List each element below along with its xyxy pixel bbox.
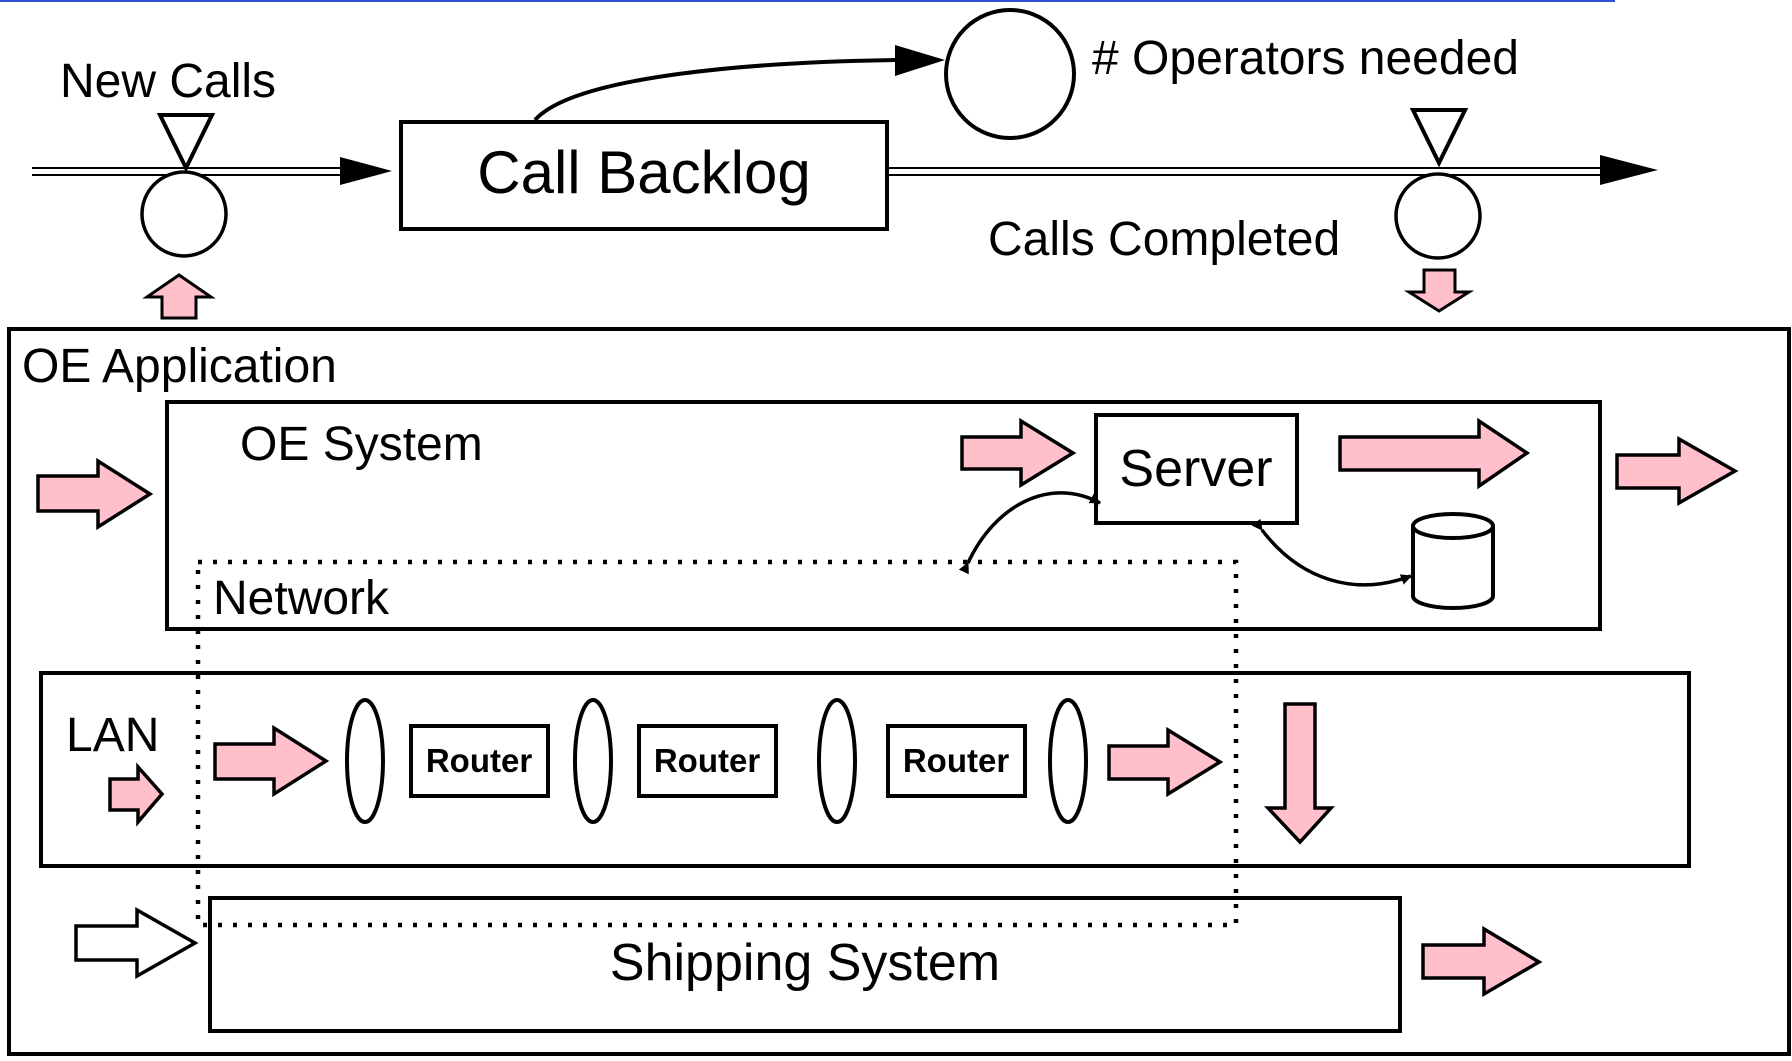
link-ellipse-4	[1048, 698, 1088, 824]
calls-completed-valve	[1394, 108, 1482, 260]
arrow-out-of-oe-system	[1615, 435, 1739, 507]
oe-system-title: OE System	[240, 418, 483, 471]
link-ellipse-3	[817, 698, 857, 824]
oe-application-title: OE Application	[22, 340, 337, 393]
database-icon	[1411, 512, 1495, 610]
down-arrow-from-calls-completed	[1403, 268, 1475, 313]
shipping-system-box	[208, 896, 1402, 1033]
server-box	[1094, 413, 1299, 525]
up-arrow-to-new-calls	[142, 273, 216, 320]
lan-small-arrow	[108, 762, 165, 827]
server-database-link	[1251, 518, 1413, 587]
new-calls-label: New Calls	[60, 55, 276, 108]
down-arrow-to-shipping	[1263, 702, 1335, 845]
lan-title: LAN	[66, 709, 159, 762]
router-label-1: Router	[426, 742, 532, 779]
oe-application-box	[7, 327, 1791, 1056]
network-label: Network	[213, 572, 390, 625]
lan-box	[39, 671, 1691, 868]
link-ellipse-2	[573, 698, 613, 824]
arrow-out-of-shipping-system	[1421, 925, 1543, 998]
backlog-to-operators-arrowhead	[895, 45, 945, 76]
operators-needed-label: # Operators needed	[1092, 32, 1519, 85]
call-backlog-box	[399, 120, 889, 231]
router-label-2: Router	[654, 742, 760, 779]
calls-completed-label: Calls Completed	[988, 213, 1340, 266]
network-boundary	[195, 559, 1239, 928]
router-box-1	[409, 724, 550, 798]
operators-needed-circle	[944, 8, 1076, 140]
router-box-3	[886, 724, 1027, 798]
link-ellipse-1	[345, 698, 385, 824]
server-network-link	[958, 491, 1101, 575]
arrow-into-lan-chain	[213, 724, 330, 798]
arrow-into-server	[960, 417, 1077, 489]
arrow-into-oe-system	[36, 457, 154, 531]
arrow-into-shipping-system	[74, 906, 199, 980]
router-box-2	[637, 724, 778, 798]
arrow-out-of-lan-chain	[1107, 726, 1224, 798]
call-backlog-label: Call Backlog	[477, 139, 811, 206]
outflow-pipe	[888, 155, 1658, 185]
router-label-3: Router	[903, 742, 1009, 779]
server-label: Server	[1119, 440, 1272, 498]
backlog-to-operators-link	[533, 58, 896, 122]
oe-system-box	[165, 400, 1602, 631]
arrow-out-of-server	[1338, 417, 1531, 490]
new-calls-valve	[140, 113, 228, 258]
shipping-system-title: Shipping System	[610, 934, 1000, 992]
